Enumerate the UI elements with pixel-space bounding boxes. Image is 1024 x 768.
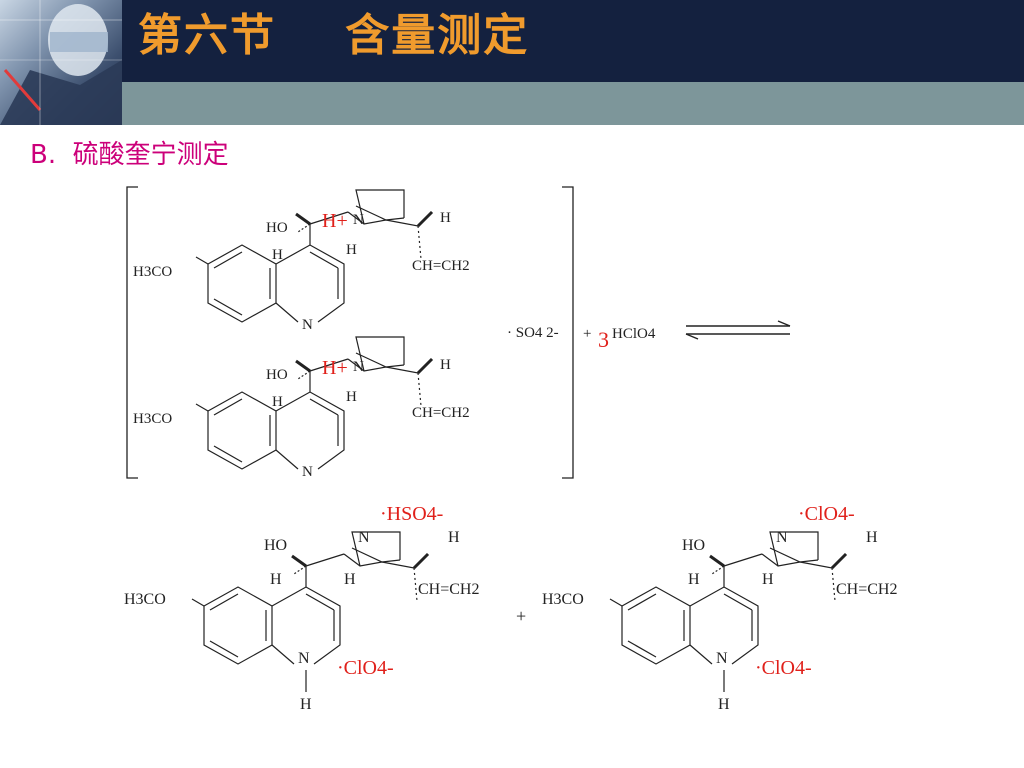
h-label: H — [346, 389, 357, 405]
methoxy-label: H3CO — [133, 411, 172, 427]
quinoline-n-label: N — [716, 650, 728, 667]
equilibrium-arrow-icon — [685, 320, 791, 340]
hydroxy-label: HO — [266, 220, 288, 236]
bridge-n-label: N — [776, 529, 788, 546]
h-label: H — [440, 210, 451, 226]
perchlorate-ion: ·ClO4- — [755, 657, 812, 679]
section-subtitle: B. 硫酸奎宁测定 — [30, 138, 229, 172]
sulfate-counter-ion: · SO4 2- — [507, 325, 559, 341]
hydroxy-label: HO — [264, 537, 287, 554]
bridge-n-label: N — [358, 529, 370, 546]
hydroxy-label: HO — [682, 537, 705, 554]
h-label: H — [762, 571, 774, 588]
hydroxy-label: HO — [266, 367, 288, 383]
subtitle-prefix: B. — [30, 140, 57, 170]
plus-sign: + — [516, 606, 526, 626]
h-label: H — [272, 394, 283, 410]
quinoline-n-label: N — [302, 464, 313, 480]
protonated-ion-label: H+ — [322, 210, 348, 232]
h-label: H — [270, 571, 282, 588]
vinyl-label: CH=CH2 — [836, 581, 897, 598]
h-label: H — [448, 529, 460, 546]
header-bar — [0, 0, 1024, 82]
coefficient: 3 — [598, 327, 609, 352]
reagent-label: HClO4 — [612, 326, 656, 342]
bisulfate-ion: ·HSO4- — [380, 503, 443, 525]
vinyl-label: CH=CH2 — [412, 258, 470, 274]
subtitle-text: 硫酸奎宁测定 — [72, 140, 229, 170]
header-photo — [0, 0, 122, 125]
methoxy-label: H3CO — [542, 591, 584, 608]
protonated-ion-label: H+ — [322, 357, 348, 379]
methoxy-label: H3CO — [124, 591, 166, 608]
vinyl-label: CH=CH2 — [418, 581, 479, 598]
h-label: H — [272, 247, 283, 263]
h-label: H — [866, 529, 878, 546]
h-label: H — [688, 571, 700, 588]
methoxy-label: H3CO — [133, 264, 172, 280]
lab-scientist-image — [0, 0, 122, 125]
perchlorate-ion: ·ClO4- — [337, 657, 394, 679]
perchlorate-ion: ·ClO4- — [798, 503, 855, 525]
quinoline-n-label: N — [298, 650, 310, 667]
header-band — [122, 82, 1024, 125]
h-label: H — [718, 696, 730, 713]
h-label: H — [346, 242, 357, 258]
h-label: H — [440, 357, 451, 373]
bridge-n-label: N — [353, 359, 364, 375]
plus-sign: + — [583, 326, 591, 342]
bridge-n-label: N — [353, 212, 364, 228]
h-label: H — [300, 696, 312, 713]
h-label: H — [344, 571, 356, 588]
vinyl-label: CH=CH2 — [412, 405, 470, 421]
quinoline-n-label: N — [302, 317, 313, 333]
slide-title: 第六节 含量测定 — [138, 10, 530, 61]
